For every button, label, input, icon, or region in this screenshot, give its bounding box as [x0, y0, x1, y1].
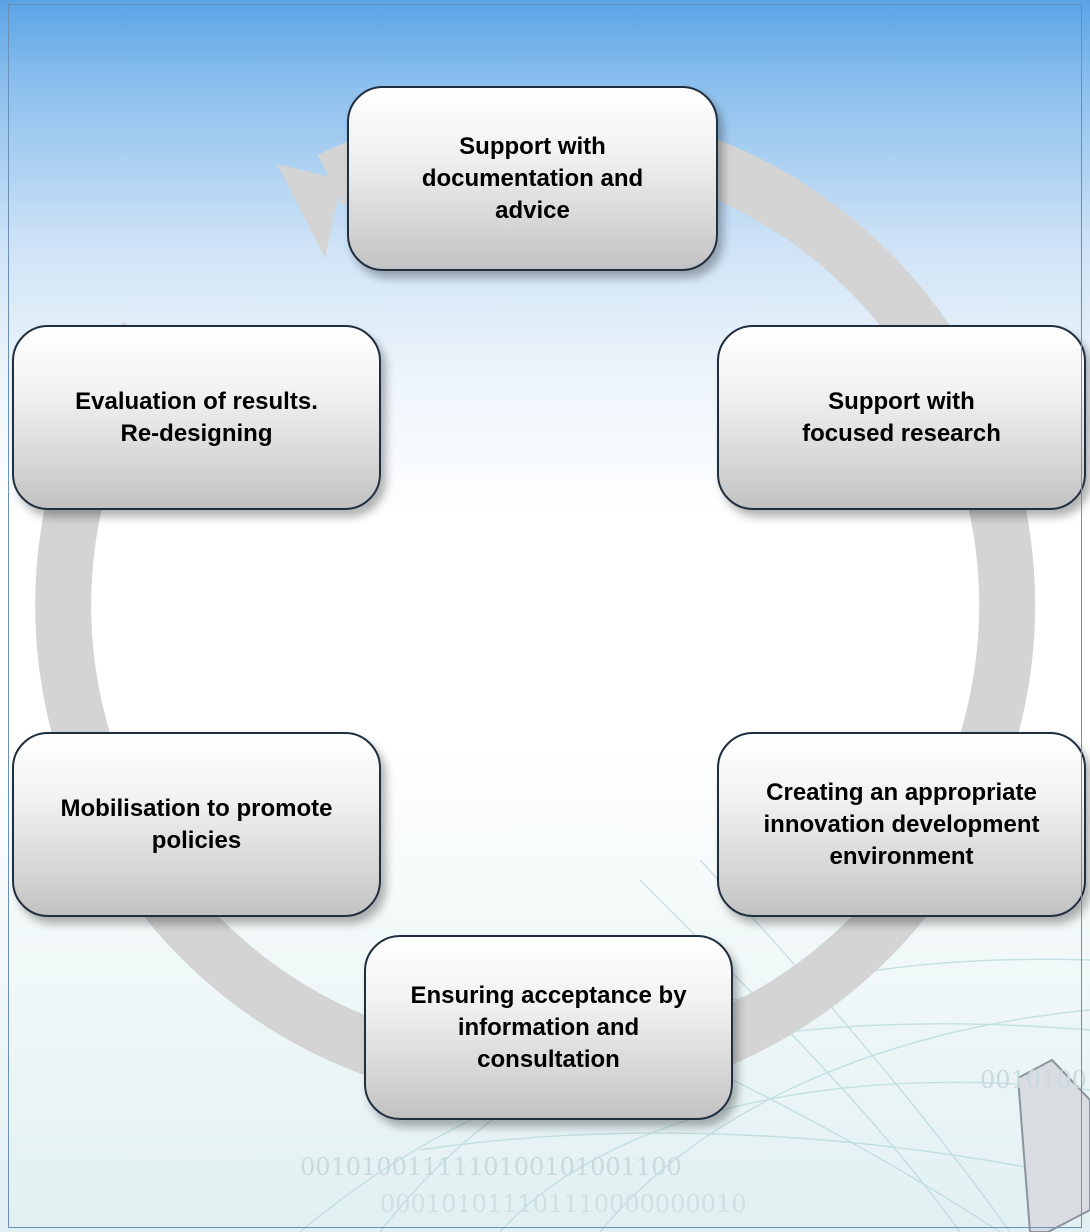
cycle-arrowhead [277, 164, 342, 258]
step-label: Support with documentation and advice [421, 132, 644, 224]
step-support-documentation: Support with documentation and advice [347, 86, 718, 271]
step-evaluation: Evaluation of results. Re-designing [12, 325, 381, 510]
step-innovation-environment: Creating an appropriate innovation devel… [717, 732, 1086, 917]
background-binary-strip-1: 0010100101011 [980, 1066, 1090, 1094]
background-device-shape [1016, 1058, 1090, 1232]
step-label: Creating an appropriate innovation devel… [763, 778, 1040, 870]
step-label: Mobilisation to promote policies [60, 794, 333, 854]
background-binary-strip-3: 000101011101110000000010 [380, 1190, 746, 1218]
step-ensuring-acceptance: Ensuring acceptance by information and c… [364, 935, 733, 1120]
step-label: Ensuring acceptance by information and c… [410, 981, 687, 1073]
step-support-research: Support with focused research [717, 325, 1086, 510]
step-label: Support with focused research [802, 387, 1001, 447]
step-mobilisation: Mobilisation to promote policies [12, 732, 381, 917]
step-label: Evaluation of results. Re-designing [75, 387, 318, 447]
background-binary-strip-2: 0010100111110100101001100 [300, 1153, 682, 1181]
